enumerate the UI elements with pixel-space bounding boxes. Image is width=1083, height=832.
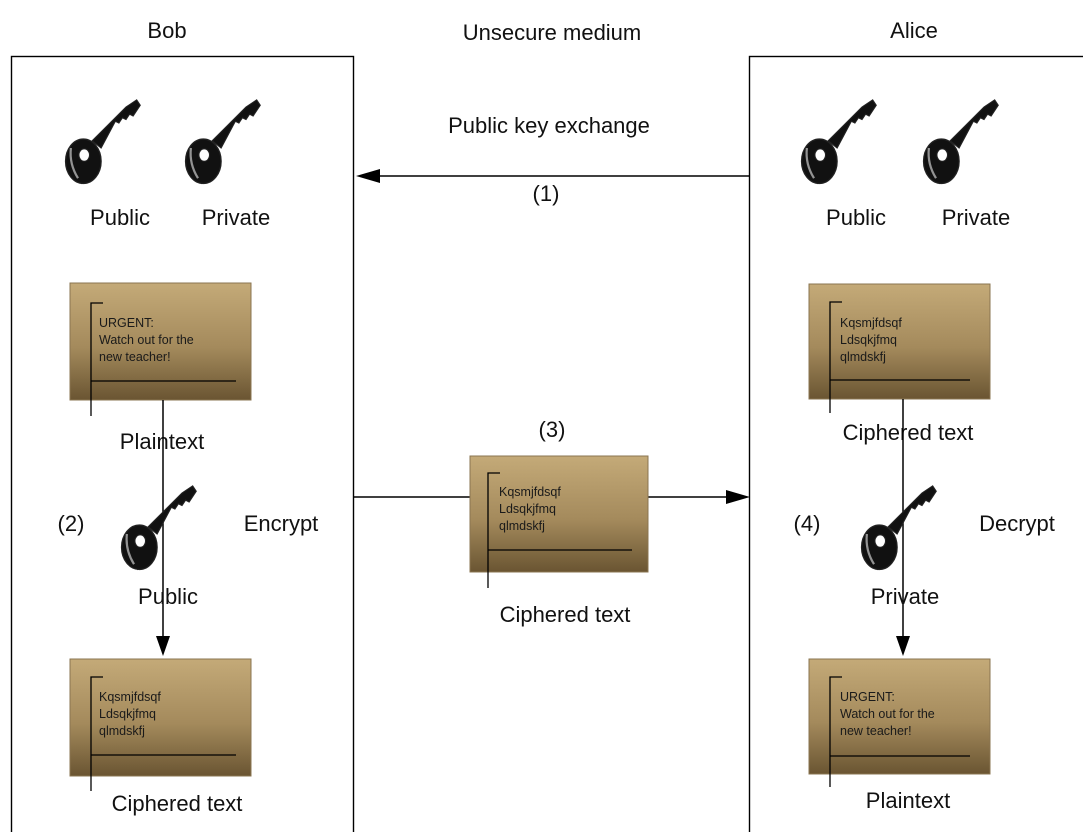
alice-private-label: Private: [942, 205, 1010, 230]
bob-plain-line-1: URGENT:: [99, 316, 154, 330]
middle-ciphered-caption: Ciphered text: [500, 602, 631, 627]
middle-cipher-line-2: Ldsqkjfmq: [499, 502, 556, 516]
decrypt-label: Decrypt: [979, 511, 1055, 536]
alice-header: Alice: [890, 18, 938, 43]
step-1-label: (1): [533, 181, 560, 206]
alice-decrypt-key-label: Private: [871, 584, 939, 609]
bob-panel: [10, 55, 355, 832]
alice-panel: [748, 55, 1083, 832]
alice-flow-arrow-head: [896, 636, 910, 656]
bob-encrypt-key-icon: [120, 484, 198, 571]
public-key-exchange-label: Public key exchange: [448, 113, 650, 138]
alice-decrypt-key-icon: [860, 484, 938, 571]
bob-flow-arrow-head: [156, 636, 170, 656]
alice-cipher-line-2: Ldsqkjfmq: [840, 333, 897, 347]
bob-plain-line-2: Watch out for the: [99, 333, 194, 347]
alice-plaintext-caption: Plaintext: [866, 788, 950, 813]
medium-header: Unsecure medium: [463, 20, 642, 45]
bob-cipher-line-3: qlmdskfj: [99, 724, 145, 738]
bob-plain-line-3: new teacher!: [99, 350, 171, 364]
bob-cipher-line-1: Kqsmjfdsqf: [99, 690, 161, 704]
bob-plaintext-document: URGENT: Watch out for the new teacher!: [69, 282, 252, 416]
bob-public-key-icon: [64, 98, 142, 185]
exchange-arrow-head: [356, 169, 380, 183]
bob-public-label: Public: [90, 205, 150, 230]
alice-plaintext-document: URGENT: Watch out for the new teacher!: [808, 658, 991, 787]
bob-private-label: Private: [202, 205, 270, 230]
alice-plain-line-3: new teacher!: [840, 724, 912, 738]
alice-cipher-line-1: Kqsmjfdsqf: [840, 316, 902, 330]
bob-private-key-icon: [184, 98, 262, 185]
bob-header: Bob: [147, 18, 186, 43]
bob-encrypt-key-label: Public: [138, 584, 198, 609]
bob-ciphered-document: Kqsmjfdsqf Ldsqkjfmq qlmdskfj: [69, 658, 252, 791]
alice-plain-line-1: URGENT:: [840, 690, 895, 704]
alice-public-label: Public: [826, 205, 886, 230]
bob-plaintext-caption: Plaintext: [120, 429, 204, 454]
middle-cipher-line-1: Kqsmjfdsqf: [499, 485, 561, 499]
bob-cipher-line-2: Ldsqkjfmq: [99, 707, 156, 721]
alice-public-key-icon: [800, 98, 878, 185]
alice-ciphered-caption: Ciphered text: [843, 420, 974, 445]
encrypt-label: Encrypt: [244, 511, 319, 536]
step-2-label: (2): [58, 511, 85, 536]
middle-cipher-line-3: qlmdskfj: [499, 519, 545, 533]
middle-ciphered-document: Kqsmjfdsqf Ldsqkjfmq qlmdskfj: [469, 455, 649, 588]
alice-plain-line-2: Watch out for the: [840, 707, 935, 721]
alice-cipher-line-3: qlmdskfj: [840, 350, 886, 364]
step-4-label: (4): [794, 511, 821, 536]
transfer-arrow-head: [726, 490, 750, 504]
bob-ciphered-caption: Ciphered text: [112, 791, 243, 816]
step-3-label: (3): [539, 417, 566, 442]
alice-ciphered-document: Kqsmjfdsqf Ldsqkjfmq qlmdskfj: [808, 283, 991, 413]
alice-private-key-icon: [922, 98, 1000, 185]
